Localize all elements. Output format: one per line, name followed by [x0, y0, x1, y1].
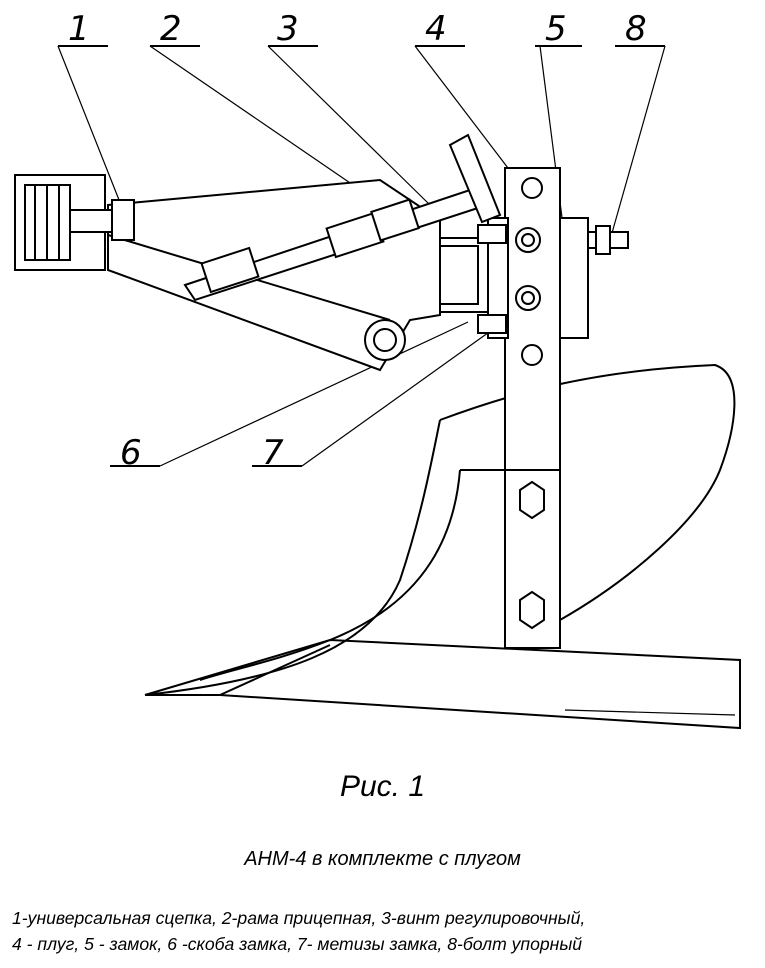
stop-bolt: [587, 225, 629, 255]
callout-2: 2: [160, 9, 182, 49]
callout-3: 3: [277, 9, 299, 49]
figure-label: Рис. 1: [339, 770, 426, 803]
callout-8: 8: [625, 9, 647, 49]
universal-hitch: [14, 174, 135, 271]
legend-line-1: 1-универсальная сцепка, 2-рама прицепная…: [12, 908, 586, 928]
plough-standard: [504, 167, 561, 649]
callout-underlines: [58, 45, 665, 467]
callout-5: 5: [545, 9, 567, 49]
parts-legend: 1-универсальная сцепка, 2-рама прицепная…: [12, 905, 760, 957]
legend-line-2: 4 - плуг, 5 - замок, 6 -скоба замка, 7- …: [12, 934, 583, 954]
callout-4: 4: [425, 9, 447, 49]
callout-6: 6: [120, 433, 142, 473]
figure-subtitle: АНМ-4 в комплекте с плугом: [244, 848, 521, 870]
callout-7: 7: [262, 433, 284, 473]
adjusting-screw: [183, 133, 502, 302]
plough-assembly-drawing: 1 2 3 4 5 8 6 7: [14, 9, 741, 730]
leader-lines: [57, 45, 666, 467]
lock-bolts: [477, 224, 507, 334]
plough-body: [144, 363, 741, 730]
lock-plate: [487, 217, 589, 339]
callout-1: 1: [68, 9, 90, 49]
